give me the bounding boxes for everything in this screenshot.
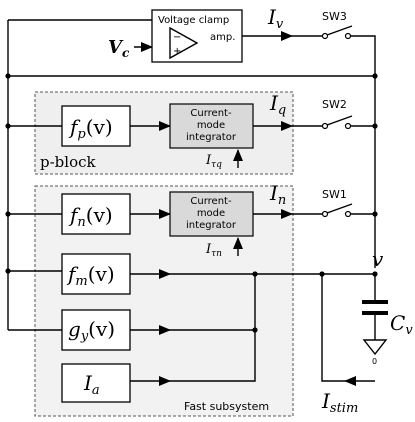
- p-block-label: p-block: [40, 153, 97, 171]
- cv-label: Cv: [390, 311, 413, 338]
- itau-n-label: Iτn: [205, 242, 222, 259]
- voltage-clamp-amp: Voltage clamp amp. − +: [151, 9, 243, 63]
- fp-box: [61, 105, 131, 147]
- clamp-plus: +: [173, 46, 181, 57]
- n-integrator-line2: mode: [197, 208, 225, 219]
- n-integrator-box: [169, 191, 254, 237]
- switch-sw3: SW3: [321, 10, 353, 40]
- ia-block: Ia: [61, 363, 131, 403]
- n-integrator-line1: Current-: [190, 196, 232, 207]
- clamp-minus: −: [173, 32, 181, 43]
- fn-label: fn(v): [68, 203, 113, 230]
- fp-label: fp(v): [68, 115, 113, 142]
- p-integrator-line2: mode: [197, 120, 225, 131]
- wiring: [7, 19, 376, 386]
- switch-sw1: SW1: [321, 188, 353, 218]
- fm-label: fm(v): [66, 262, 115, 289]
- clamp-title: Voltage clamp: [158, 15, 229, 26]
- iq-label: Iq: [269, 91, 286, 118]
- vc-label: Vc: [108, 37, 130, 60]
- n-path: fn(v) Current- mode integrator Iτn In: [61, 181, 286, 259]
- node-v-label: v: [372, 247, 384, 271]
- p-integrator-line3: integrator: [186, 132, 237, 143]
- fm-block: fm(v): [61, 253, 131, 295]
- iv-label: Iv: [267, 5, 284, 32]
- junctions: [5, 73, 378, 333]
- sw2-label: SW2: [322, 98, 347, 111]
- itau-q-label: Iτq: [205, 153, 222, 170]
- gy-label: gy(v): [68, 317, 115, 344]
- ia-label: Ia: [83, 371, 100, 398]
- p-block: fp(v) Current- mode integrator Iτq Iq p-…: [40, 91, 286, 171]
- sw1-label: SW1: [322, 188, 347, 201]
- sw3-label: SW3: [322, 10, 347, 23]
- n-integrator-line3: integrator: [186, 220, 237, 231]
- istim-label: Istim: [321, 389, 358, 416]
- p-integrator-line1: Current-: [190, 108, 232, 119]
- ground-label: 0: [372, 357, 377, 366]
- fast-subsystem-label: Fast subsystem: [184, 400, 269, 413]
- p-integrator-box: [169, 103, 254, 149]
- fn-box: [61, 193, 131, 235]
- gy-block: gy(v): [61, 309, 131, 351]
- capacitor: 0 Cv: [362, 300, 413, 366]
- clamp-amp-label: amp.: [210, 32, 235, 43]
- switch-sw2: SW2: [321, 98, 353, 130]
- in-label: In: [269, 181, 286, 208]
